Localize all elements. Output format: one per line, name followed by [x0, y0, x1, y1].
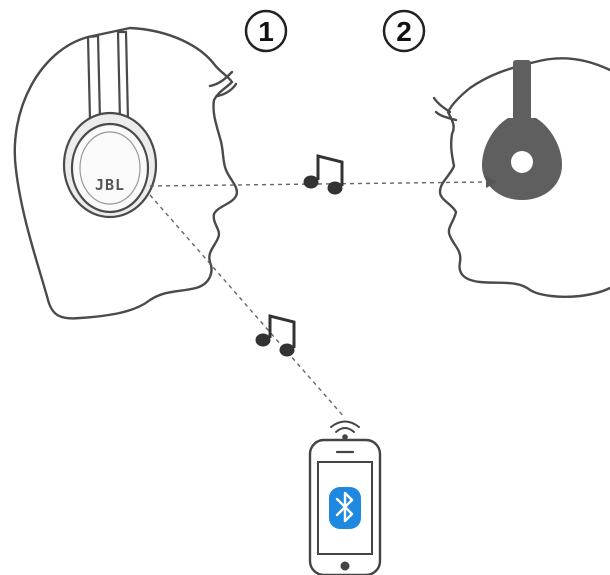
- music-note-head-2a: [255, 333, 271, 347]
- headband-dark: [513, 60, 531, 120]
- step-badge-1: 1: [244, 9, 288, 53]
- headphone-brand-logo: JBL: [95, 176, 125, 194]
- music-note-head-1a: [303, 175, 319, 189]
- music-note-icon: [255, 314, 296, 357]
- connection-line-phone: [149, 194, 346, 419]
- person-1-hair: [208, 70, 238, 98]
- ear-cup-inner: [70, 122, 150, 214]
- step-badge-2-number: 2: [396, 16, 412, 47]
- wireless-signal-icon: [330, 420, 360, 440]
- step-badge-1-number: 1: [258, 16, 274, 47]
- person-1-headphones: JBL: [62, 30, 158, 219]
- connection-arrowhead: [486, 176, 497, 188]
- person-2-hair: [432, 96, 458, 122]
- ear-cup-ring: [79, 131, 141, 205]
- person-2-headphones: [482, 60, 562, 200]
- step-badge-2-circle: [382, 9, 426, 53]
- music-note-head-2b: [279, 343, 295, 357]
- phone-home-button: [340, 561, 350, 571]
- bluetooth-rune: [335, 491, 354, 523]
- ear-cup-dark-center: [511, 151, 533, 173]
- music-note-stems-2: [268, 314, 296, 348]
- step-badge-1-circle: [244, 9, 288, 53]
- smartphone: [308, 420, 382, 575]
- bluetooth-icon: [329, 487, 361, 529]
- music-note-icon: [303, 154, 344, 195]
- step-badge-2: 2: [382, 9, 426, 53]
- music-note-head-1b: [327, 181, 343, 195]
- music-note-stems-1: [316, 154, 344, 186]
